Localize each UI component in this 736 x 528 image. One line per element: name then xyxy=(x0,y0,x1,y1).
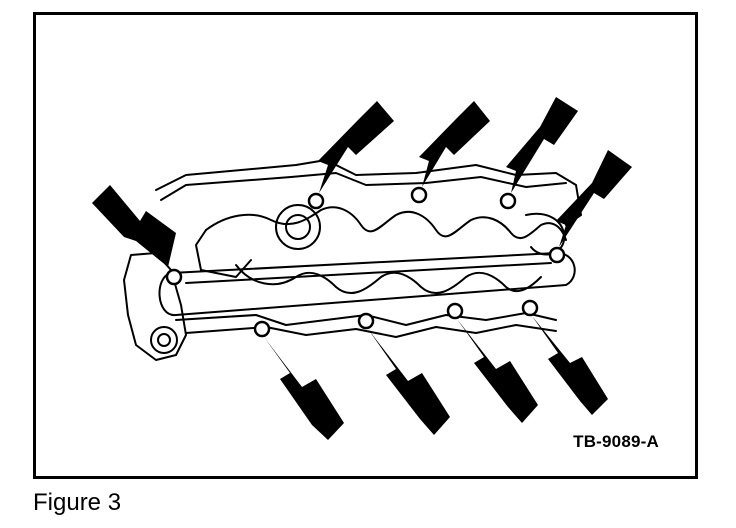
intake-manifold-illustration xyxy=(92,97,632,440)
bolt-1 xyxy=(165,268,183,286)
bolt-2 xyxy=(307,192,325,210)
arrow-bolt-9 xyxy=(532,316,608,415)
bolt-7 xyxy=(357,312,375,330)
right-end xyxy=(525,212,566,256)
arrow-bolt-5 xyxy=(556,150,632,247)
arrow-bolt-6 xyxy=(264,337,344,440)
reference-code: TB-9089-A xyxy=(573,432,659,451)
figure-frame: TB-9089-A xyxy=(33,12,698,479)
bolt-8 xyxy=(446,302,464,320)
bolt-3 xyxy=(410,186,428,204)
fuel-rail-highlight xyxy=(185,262,552,284)
head-outline xyxy=(155,159,582,226)
bolt-9 xyxy=(521,299,539,317)
arrow-bolt-4 xyxy=(506,97,578,193)
arrow-bolt-7 xyxy=(368,329,450,435)
arrow-bolt-3 xyxy=(419,101,490,187)
inlet-neck xyxy=(195,229,252,278)
manifold-runners xyxy=(205,206,567,241)
lower-gasket xyxy=(175,312,557,326)
left-cover-boss-inner xyxy=(157,333,171,347)
arrow-bolt-8 xyxy=(457,319,538,423)
figure-caption: Figure 3 xyxy=(33,489,122,516)
fuel-rail xyxy=(158,251,576,317)
manifold-runners-lower xyxy=(235,264,542,294)
bolt-5 xyxy=(548,246,566,264)
throttle-inlet-inner xyxy=(285,214,311,240)
arrow-bolt-1 xyxy=(92,185,176,267)
bolt-6 xyxy=(253,320,271,338)
arrow-bolt-2 xyxy=(318,101,394,193)
head-flange xyxy=(160,172,567,201)
lower-gasket-edge xyxy=(185,324,557,338)
bolt-4 xyxy=(499,192,517,210)
throttle-inlet-outer xyxy=(275,204,321,250)
left-cover-boss xyxy=(150,326,178,354)
